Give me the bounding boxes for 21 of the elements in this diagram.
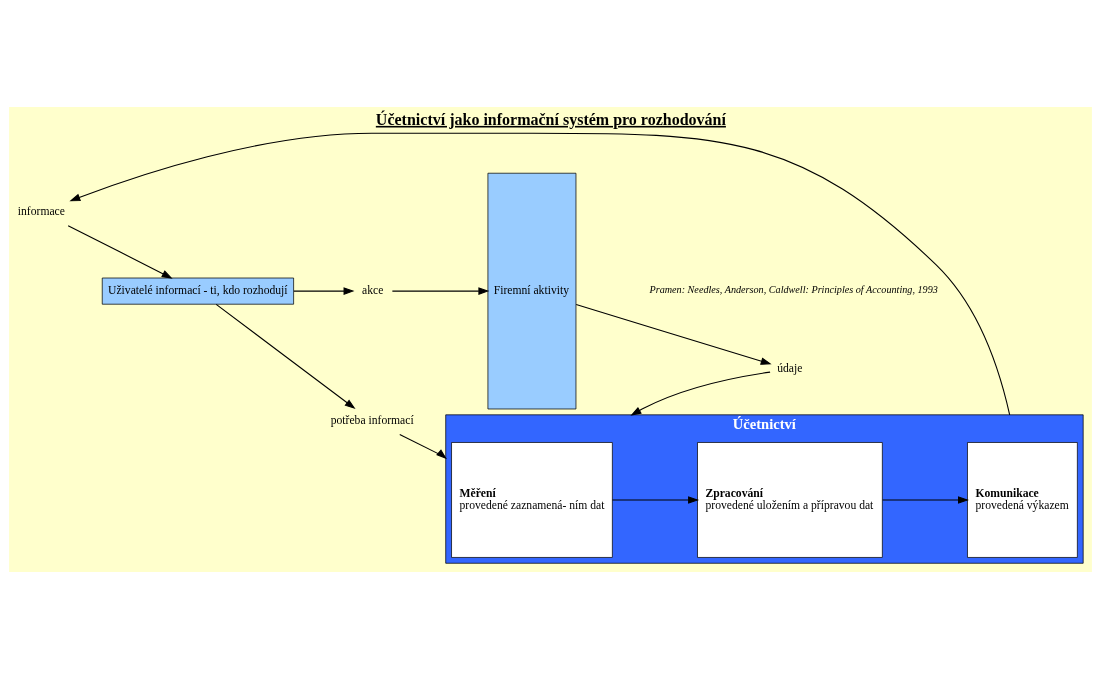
- diagram-title: Účetnictví jako informační systém pro rozhodování: [375, 110, 726, 128]
- arrow: [215, 303, 356, 410]
- arrow: [69, 132, 1011, 416]
- node-box: Měření provedené zaznamená- ním dat: [451, 442, 613, 558]
- node-text: údaje: [777, 362, 803, 376]
- node-text: informace: [17, 205, 65, 219]
- node-box: Uživatelé informací - ti, kdo rozhodují: [101, 277, 294, 305]
- arrow: [399, 433, 447, 460]
- arrow: [882, 496, 969, 504]
- node-box: Firemní aktivity: [487, 172, 577, 410]
- arrow: [611, 496, 699, 504]
- node-text: akce: [362, 283, 384, 297]
- arrow: [630, 371, 771, 416]
- arrow: [575, 303, 772, 365]
- caption: Pramen: Needles, Anderson, Caldwell: Principles of Accounting, 1993: [649, 284, 938, 296]
- node-box: Komunikace provedená výkazem: [967, 442, 1078, 558]
- node-text: potřeba informací: [330, 414, 414, 428]
- node-box: Zpracování provedené uložením a přípravou dat: [697, 442, 883, 558]
- arrow: [67, 225, 173, 279]
- arrow: [391, 287, 490, 295]
- arrow: [293, 287, 355, 295]
